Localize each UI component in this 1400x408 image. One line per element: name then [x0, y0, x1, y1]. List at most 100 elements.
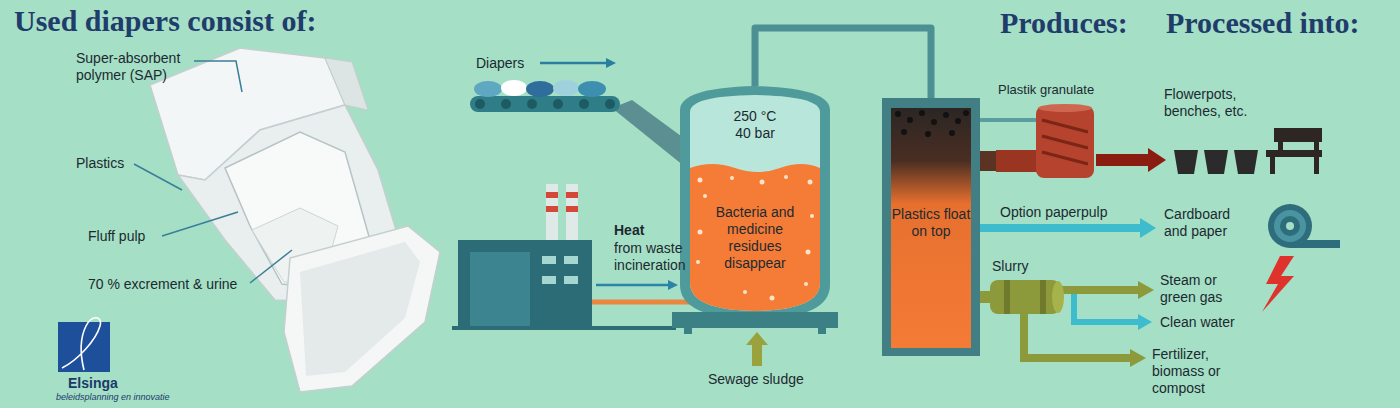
reactor-drawing: [698, 178, 703, 183]
slurry-drawing: [1138, 281, 1154, 299]
slurry-drawing: [1024, 314, 1132, 358]
column-heading: Produces:: [1000, 6, 1128, 40]
product-icons: [1274, 210, 1306, 242]
product-icons: [1266, 150, 1322, 157]
incinerator-plant: [546, 184, 558, 242]
conveyor-belt: [527, 99, 537, 109]
slurry-drawing: [1074, 292, 1140, 322]
separator-drawing: [907, 117, 913, 123]
leader-line: [162, 212, 238, 236]
leader-line: [134, 61, 292, 283]
reactor-drawing: [746, 332, 768, 345]
logo-mark: [62, 318, 101, 370]
conveyor-belt: [553, 99, 563, 109]
separator-drawing: [895, 111, 901, 117]
granulator-drawing: [996, 104, 1166, 178]
product-icons: [1140, 218, 1156, 238]
product-icons: [1174, 150, 1198, 174]
reactor-drawing: [770, 296, 775, 301]
diaper-illustration: [300, 242, 420, 376]
product-icons: [1314, 157, 1319, 174]
leader-line: [194, 61, 242, 92]
leader-line: [134, 164, 182, 190]
product-label: Steam or green gas: [1160, 272, 1240, 306]
product-icons: [1268, 204, 1312, 248]
conveyor-belt: [501, 99, 511, 109]
slurry-drawing: [1060, 286, 1140, 294]
conveyor-belt: [474, 81, 502, 97]
product-icons: [1270, 157, 1275, 174]
incinerator-plant: [452, 326, 676, 330]
reactor-vessel: 250 °C 40 barBacteria and medicine resid…: [680, 86, 830, 320]
slurry-drawing: [1052, 281, 1064, 313]
process-text: Bacteria and medicine residues disappear: [705, 204, 805, 272]
slurry-separator: Slurry: [990, 258, 1062, 316]
incinerator-plant: [470, 252, 530, 328]
machine-label: Plastik granulate: [998, 82, 1094, 98]
flow-label: Option paperpulp: [1000, 204, 1107, 221]
slurry-drawing: [990, 256, 1294, 367]
reactor-drawing: [680, 86, 830, 320]
reactor-drawing: [760, 180, 765, 185]
reactor-drawing: [784, 175, 788, 179]
separator-drawing: [943, 112, 949, 118]
conveyor-belt: [579, 99, 589, 109]
slurry-drawing: [1130, 349, 1146, 367]
product-icons: [1234, 150, 1258, 174]
product-label: Flowerpots, benches, etc.: [1164, 86, 1274, 120]
separator-drawing: [955, 118, 961, 124]
incinerator-plant: [566, 184, 578, 242]
incinerator-plant: [542, 276, 556, 284]
plastics-band: [980, 151, 996, 171]
logo-tagline: beleidsplanning en innovatie: [56, 392, 170, 403]
product-icons: [1280, 216, 1300, 236]
incinerator-plant: [596, 284, 668, 287]
steam-pipe: [755, 28, 931, 98]
reactor-drawing: [804, 282, 808, 286]
product-label: Clean water: [1160, 314, 1235, 331]
separator-drawing: [919, 110, 925, 116]
conveyor-belt: [578, 81, 606, 97]
reactor-drawing: [808, 180, 813, 185]
logo-name: Elsinga: [68, 375, 118, 391]
conveyor-belt: [501, 80, 527, 96]
granulator-drawing: [996, 150, 1042, 172]
product-icons: [1278, 142, 1283, 150]
condition-text: 250 °C 40 bar: [725, 108, 785, 142]
slurry-pipe: [980, 291, 990, 303]
product-icons: [1286, 222, 1294, 230]
part-label: Super-absorbent polymer (SAP): [76, 50, 201, 84]
product-label: Cardboard and paper: [1164, 206, 1254, 240]
reactor-drawing: [698, 230, 703, 235]
separator-drawing: [891, 108, 971, 348]
incinerator-plant: [546, 192, 558, 198]
slurry-drawing: [990, 280, 1060, 314]
incinerator-plant: [592, 300, 690, 305]
conveyor-belt: [606, 58, 616, 68]
slurry-drawing: [1040, 280, 1046, 314]
part-label: Fluff pulp: [88, 228, 145, 245]
reactor-drawing: [752, 344, 762, 366]
separator-drawing: [980, 118, 1036, 122]
input-note: from waste incineration: [614, 240, 706, 274]
granulator-drawing: [1042, 120, 1088, 164]
reactor-drawing: [743, 290, 747, 294]
slurry-drawing: [1004, 280, 1010, 314]
reactor-drawing: [690, 95, 820, 311]
incinerator-plant: [546, 206, 558, 212]
product-icons: [980, 128, 1340, 248]
reactor-drawing: [672, 86, 838, 366]
conveyor-belt: [553, 80, 579, 96]
machine-label: Slurry: [992, 258, 1029, 275]
input-label: Heat: [614, 222, 644, 239]
diaper-illustration: [325, 58, 368, 110]
incinerator-plant: [458, 240, 592, 328]
separator-drawing: [963, 110, 969, 116]
reactor-drawing: [810, 214, 814, 218]
product-icons: [1204, 150, 1228, 174]
column-heading: Processed into:: [1166, 6, 1360, 40]
separator-tank: Plastics float on top: [882, 98, 980, 356]
granulator-machine: Plastik granulate: [996, 82, 1112, 180]
separator-drawing: [949, 130, 955, 136]
product-icons: [980, 224, 1142, 232]
